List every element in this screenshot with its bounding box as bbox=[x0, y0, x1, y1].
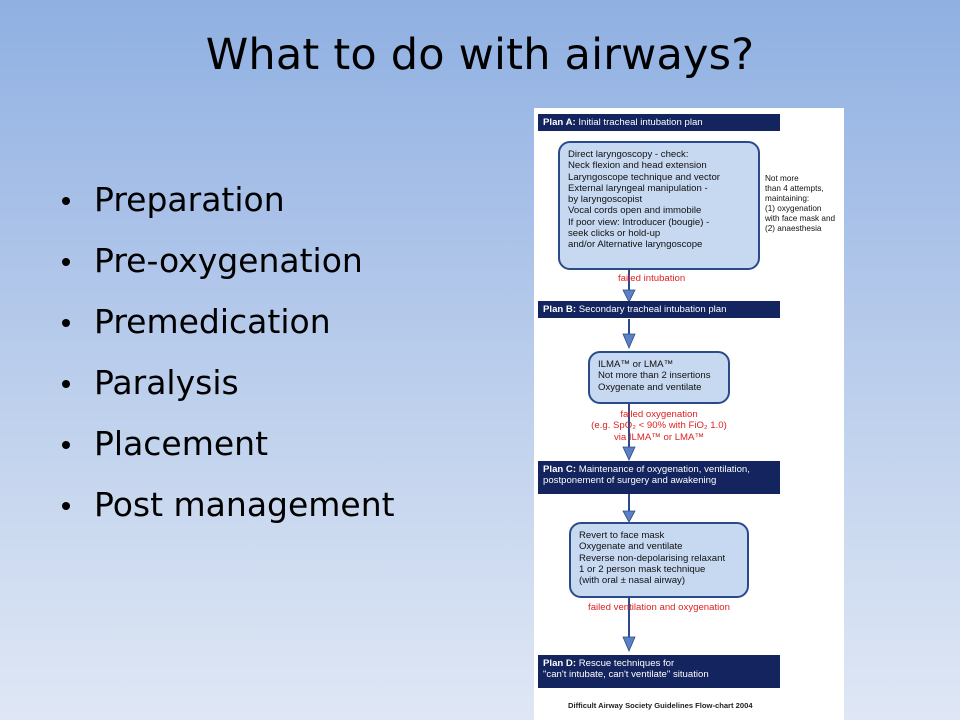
plan-c-text2: postponement of surgery and awakening bbox=[543, 475, 717, 486]
bullet-item: Pre-oxygenation bbox=[60, 239, 395, 300]
box-line: Oxygenate and ventilate bbox=[579, 541, 683, 553]
box-line: Vocal cords open and immobile bbox=[568, 205, 702, 217]
flow-arrows bbox=[622, 270, 636, 653]
bullet-item: Preparation bbox=[60, 178, 395, 239]
plan-d-header: Plan D: Rescue techniques for"can't intu… bbox=[538, 655, 780, 688]
side-note-line: (2) anaesthesia bbox=[765, 224, 822, 233]
arrowhead-icon bbox=[622, 289, 636, 303]
bullet-item: Paralysis bbox=[60, 361, 395, 422]
bullet-list: Preparation Pre-oxygenation Premedicatio… bbox=[60, 178, 395, 544]
failed-intubation-label: failed intubation bbox=[618, 273, 686, 284]
arrowhead-icon bbox=[622, 446, 636, 461]
airway-flowchart: Plan A: Initial tracheal intubation plan… bbox=[534, 108, 844, 720]
box-line: Reverse non-depolarising relaxant bbox=[579, 552, 726, 564]
bullet-dot bbox=[62, 319, 70, 327]
box-line: Not more than 2 insertions bbox=[598, 370, 711, 382]
fail-line: failed oxygenation bbox=[620, 409, 698, 420]
bullet-dot bbox=[62, 502, 70, 510]
failed-oxygenation-label: failed oxygenation (e.g. SpO₂ < 90% with… bbox=[574, 409, 744, 443]
box-line: Direct laryngoscopy - check: bbox=[568, 149, 689, 160]
box-line: and/or Alternative laryngoscope bbox=[568, 239, 703, 251]
bullet-text: Placement bbox=[94, 424, 269, 463]
bullet-item: Placement bbox=[60, 422, 395, 483]
plan-b-box: ILMA™ or LMA™ Not more than 2 insertions… bbox=[588, 351, 730, 404]
bullet-text: Pre-oxygenation bbox=[94, 241, 363, 280]
flowchart-caption: Difficult Airway Society Guidelines Flow… bbox=[568, 701, 753, 710]
box-line: Laryngoscope technique and vector bbox=[568, 171, 721, 183]
plan-c-box: Revert to face mask Oxygenate and ventil… bbox=[569, 522, 749, 598]
bullet-text: Paralysis bbox=[94, 363, 239, 402]
plan-d-text2: "can't intubate, can't ventilate" situat… bbox=[543, 669, 709, 680]
plan-d-text: Rescue techniques for bbox=[576, 658, 675, 669]
side-note-line: maintaining: bbox=[765, 194, 810, 203]
fail-line: (e.g. SpO₂ < 90% with FiO₂ 1.0) bbox=[591, 420, 727, 432]
fail-line: via ILMA™ or LMA™ bbox=[613, 431, 705, 443]
bullet-item: Post management bbox=[60, 483, 395, 544]
plan-b-letter: Plan B: bbox=[543, 304, 577, 315]
box-line: by laryngoscopist bbox=[568, 194, 643, 206]
box-line: (with oral ± nasal airway) bbox=[579, 575, 686, 587]
slide-title: What to do with airways? bbox=[205, 30, 755, 80]
box-line: Neck flexion and head extension bbox=[568, 160, 707, 172]
plan-c-header: Plan C: Maintenance of oxygenation, vent… bbox=[538, 461, 780, 494]
bullet-text: Premedication bbox=[94, 302, 331, 341]
box-line: Oxygenate and ventilate bbox=[598, 381, 702, 393]
plan-b-header: Plan B: Secondary tracheal intubation pl… bbox=[538, 301, 780, 318]
box-line: seek clicks or hold-up bbox=[568, 228, 661, 240]
bullet-item: Premedication bbox=[60, 300, 395, 361]
side-note-line: (1) oxygenation bbox=[765, 204, 822, 213]
box-line: External laryngeal manipulation - bbox=[568, 182, 708, 194]
bullet-dot bbox=[62, 258, 70, 266]
plan-a-text: Initial tracheal intubation plan bbox=[575, 117, 703, 128]
box-line: 1 or 2 person mask technique bbox=[579, 563, 706, 575]
plan-a-box: Direct laryngoscopy - check: Neck flexio… bbox=[558, 141, 760, 270]
side-note: Not more than 4 attempts, maintaining: (… bbox=[765, 174, 835, 234]
bullet-text: Preparation bbox=[94, 180, 285, 219]
arrowhead-icon bbox=[622, 510, 636, 523]
plan-a-letter: Plan A: bbox=[543, 117, 576, 128]
side-note-line: with face mask and bbox=[765, 214, 836, 223]
arrowhead-icon bbox=[622, 636, 636, 653]
side-note-line: Not more bbox=[765, 174, 799, 183]
plan-d-letter: Plan D: bbox=[543, 658, 577, 669]
box-line: ILMA™ or LMA™ bbox=[598, 359, 674, 370]
plan-c-text: Maintenance of oxygenation, ventilation, bbox=[576, 464, 750, 475]
plan-a-header: Plan A: Initial tracheal intubation plan bbox=[538, 114, 780, 131]
box-line: If poor view: Introducer (bougie) - bbox=[568, 216, 710, 228]
plan-b-text: Secondary tracheal intubation plan bbox=[576, 304, 727, 315]
side-note-line: than 4 attempts, bbox=[765, 184, 824, 193]
bullet-dot bbox=[62, 197, 70, 205]
arrowhead-icon bbox=[622, 333, 636, 350]
plan-c-letter: Plan C: bbox=[543, 464, 577, 475]
box-line: Revert to face mask bbox=[579, 530, 665, 541]
bullet-dot bbox=[62, 380, 70, 388]
bullet-dot bbox=[62, 441, 70, 449]
failed-ventilation-label: failed ventilation and oxygenation bbox=[588, 602, 730, 613]
bullet-text: Post management bbox=[94, 485, 395, 524]
